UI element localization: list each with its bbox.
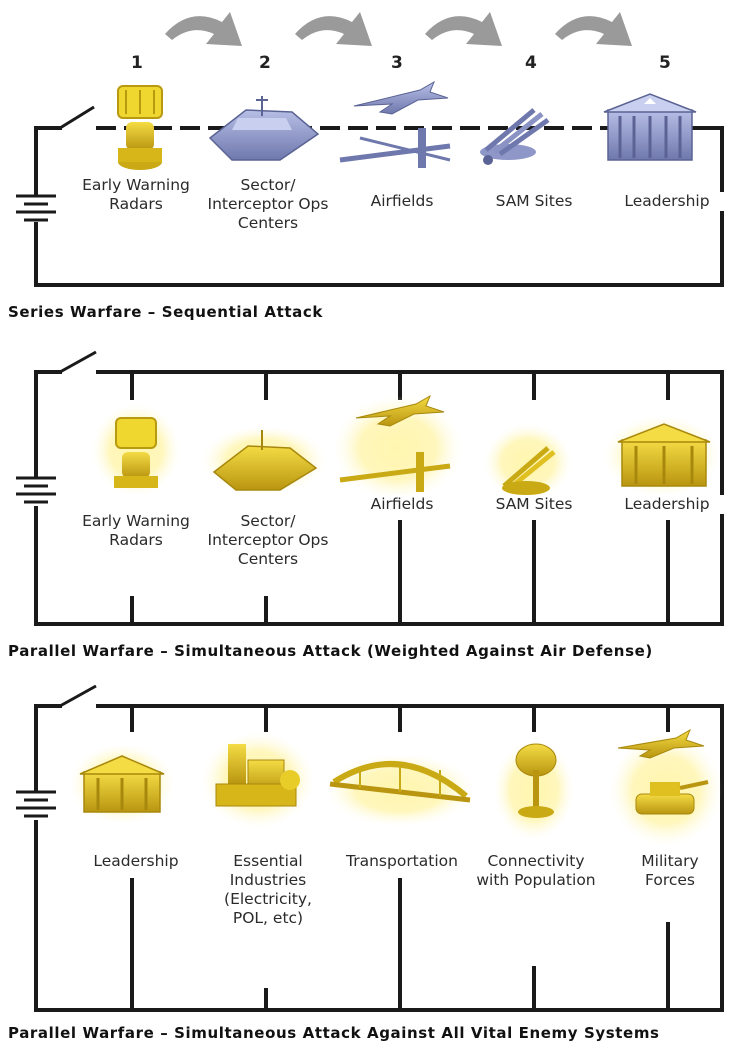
military-forces-icon [617,728,709,815]
step-number-1: 1 [131,53,143,73]
label-transportation: Transportation [334,852,470,871]
caption-parallel-all-systems: Parallel Warfare – Simultaneous Attack A… [8,1024,660,1042]
label-sector-interceptor-ops-centers: Sector/ Interceptor Ops Centers [205,512,331,569]
leadership-building-icon [603,93,697,161]
airfield-icon [339,394,451,492]
sam-site-icon [480,108,550,165]
step-number-2: 2 [259,53,271,73]
sam-site-icon [502,446,556,495]
step-number-3: 3 [391,53,403,73]
label-airfields: Airfields [350,495,454,514]
arrow-3-to-4 [425,12,502,46]
label-airfields: Airfields [350,192,454,211]
arrow-2-to-3 [295,12,372,46]
parallel-all-systems-panel [16,684,724,1012]
battery-symbol-3 [16,790,56,818]
leadership-building-icon [79,755,165,813]
ops-center-icon [212,430,318,491]
step-number-4: 4 [525,53,537,73]
sequence-arrows [165,12,632,46]
glow-highlights-3 [70,732,722,846]
airfield-icon [339,80,451,168]
label-sam-sites: SAM Sites [476,495,592,514]
label-early-warning-radars: Early Warning Radars [78,176,194,214]
parallel-circuit-wire-3 [34,684,724,1012]
caption-series-warfare: Series Warfare – Sequential Attack [8,303,323,321]
satellite-dish-icon [515,743,557,818]
battery-symbol [16,194,56,222]
label-leadership: Leadership [78,852,194,871]
label-connectivity-with-population: Connectivity with Population [472,852,600,890]
label-military-forces: Military Forces [620,852,720,890]
label-sam-sites: SAM Sites [476,192,592,211]
arrow-4-to-5 [555,12,632,46]
caption-parallel-air-defense: Parallel Warfare – Simultaneous Attack (… [8,642,653,660]
label-leadership: Leadership [606,495,728,514]
parallel-air-defense-panel [16,350,724,626]
step-number-5: 5 [659,53,671,73]
label-leadership: Leadership [606,192,728,211]
leadership-building-icon [617,423,711,487]
arrow-1-to-2 [165,12,242,46]
label-sector-interceptor-ops-centers: Sector/ Interceptor Ops Centers [205,176,331,233]
ops-center-icon [208,96,320,161]
radar-icon [117,85,163,170]
label-essential-industries: Essential Industries (Electricity, POL, … [214,852,322,928]
radar-icon [114,417,158,488]
label-early-warning-radars: Early Warning Radars [78,512,194,550]
parallel-circuit-wire-2 [34,350,724,626]
battery-symbol-2 [16,476,56,504]
series-panel [16,12,724,287]
industry-icon [215,744,300,807]
bridge-icon [329,761,471,803]
